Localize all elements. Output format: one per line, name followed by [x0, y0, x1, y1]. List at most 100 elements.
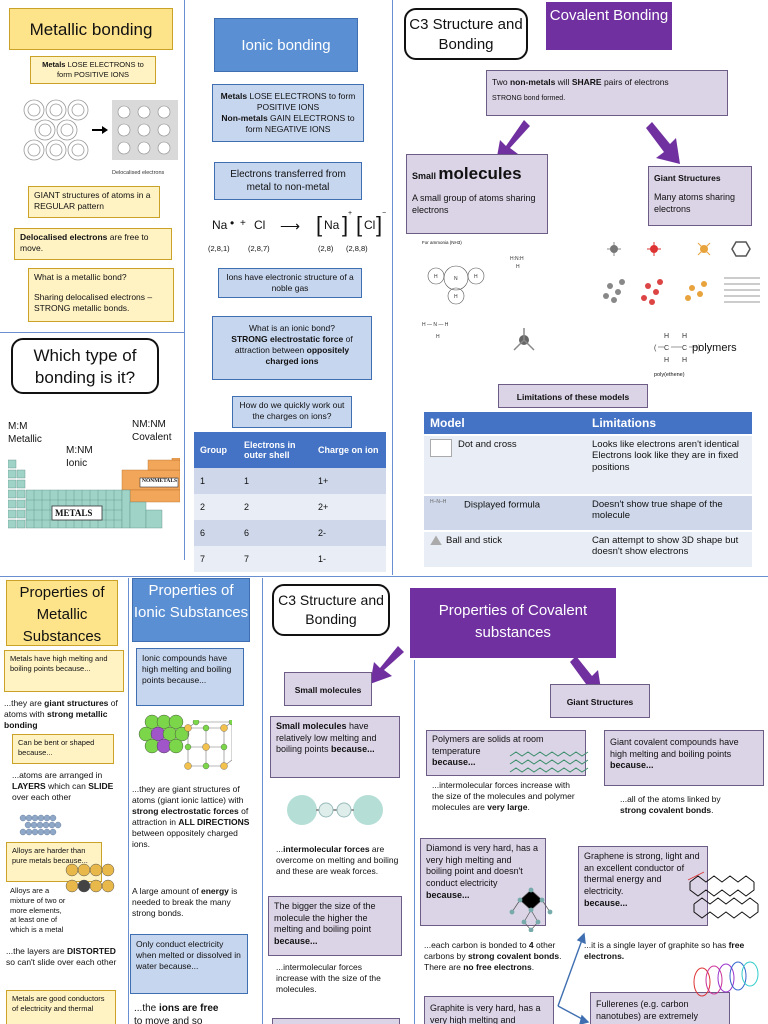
ionic-props-box2: Only conduct electricity when melted or … [130, 934, 248, 994]
metallic-props-text3: Alloys are a mixture of two or more elem… [10, 886, 66, 934]
svg-text:H:N:H: H:N:H [510, 256, 524, 262]
metallic-giant-box: GIANT structures of atoms in a REGULAR p… [28, 186, 160, 218]
ionic-ions-box: Metals LOSE ELECTRONS to form POSITIVE I… [212, 84, 364, 142]
c3-title: C3 Structure and Bonding [404, 8, 528, 60]
svg-text:H: H [664, 357, 669, 364]
diamond-text: ...each carbon is bonded to 4 other carb… [424, 940, 562, 973]
svg-text:H: H [434, 274, 438, 280]
svg-text:(: ( [654, 345, 657, 352]
divider [128, 578, 129, 1024]
graphene-image [684, 868, 764, 928]
cov-small-text1: ...intermolecular forces are overcome on… [276, 844, 399, 877]
cov-small-box3 [272, 1018, 400, 1024]
svg-text:H: H [474, 274, 478, 280]
ionic-equation: Na • + Cl ⟶ [ Na ] + [ Cl ] − (2,8,1) (2… [208, 210, 387, 253]
metallic-deloc-box: Delocalised electrons are free to move. [14, 228, 172, 260]
metallic-qa-box: What is a metallic bond? Sharing delocal… [28, 268, 174, 322]
graphite-box: Graphite is very hard, has a very high m… [424, 996, 554, 1024]
small-molecules-box: Small molecules A small group of atoms s… [406, 154, 548, 234]
giant-covalent-text: ...all of the atoms linked by strong cov… [620, 794, 721, 816]
ionic-qa-box: What is an ionic bond? STRONG electrosta… [212, 316, 372, 380]
ionic-props-box1: Ionic compounds have high melting and bo… [136, 648, 244, 706]
metallic-title: Metallic bonding [9, 8, 173, 50]
covalent-title: Covalent Bonding [546, 2, 672, 50]
divider [392, 0, 393, 575]
ionic-props-text3: ...the ions are free to move and so [134, 1003, 219, 1024]
giant-structure-images [600, 234, 764, 320]
label-nmnm: NM:NM Covalent [132, 419, 172, 443]
cov-small-box2: The bigger the size of the molecule the … [268, 896, 402, 956]
svg-text:H: H [454, 294, 458, 300]
ionic-lattice-image-1 [134, 708, 194, 758]
periodic-table [7, 457, 181, 538]
divider [262, 578, 263, 1024]
props-ionic-title: Properties of Ionic Substances [132, 578, 250, 642]
svg-text:N: N [454, 276, 458, 282]
ionic-props-text2: A large amount of energy is needed to br… [132, 886, 238, 919]
metallic-diagram [20, 96, 180, 170]
quick-charges-box: How do we quickly work out the charges o… [232, 396, 352, 428]
noble-gas-box: Ions have electronic structure of a nobl… [218, 268, 362, 298]
divider [0, 332, 184, 333]
ionic-title: Ionic bonding [214, 18, 358, 72]
cov-small-text2: ...intermolecular forces increase with t… [276, 962, 381, 995]
svg-text:H: H [664, 333, 669, 340]
charges-table: Group Electrons in outer shell Charge on… [194, 432, 386, 572]
alloy-image [64, 862, 120, 896]
nanotube-image [690, 960, 762, 1000]
giant-structures-header: Giant Structures [550, 684, 650, 718]
arrow-down-right-icon [644, 122, 684, 176]
svg-text:): ) [698, 345, 700, 352]
diamond-structure-image [508, 886, 554, 933]
props-covalent-title: Properties of Covalent substances [410, 588, 616, 658]
svg-text:H: H [682, 333, 687, 340]
props-metallic-title: Properties of Metallic Substances [6, 580, 118, 646]
label-mm: M:M Metallic [8, 421, 42, 445]
giant-covalent-box: Giant covalent compounds have high melti… [604, 730, 764, 786]
svg-text:H: H [682, 357, 687, 364]
metallic-props-text4: ...the layers are DISTORTED so can't sli… [6, 946, 117, 968]
molecule-image [278, 782, 388, 838]
svg-text:H — N — H: H — N — H [422, 322, 449, 328]
c3-title-2: C3 Structure and Bonding [272, 584, 390, 636]
connector-arrows [552, 930, 592, 1024]
svg-text:H: H [436, 334, 440, 340]
metallic-props-text2: ...atoms are arranged in LAYERS which ca… [12, 770, 114, 803]
small-molecules-header: Small molecules [284, 672, 372, 706]
fullerenes-box: Fullerenes (e.g. carbon nanotubes) are e… [590, 992, 730, 1024]
ionic-props-text1: ...they are giant structures of atoms (g… [132, 784, 250, 850]
polymer-chain-image [508, 748, 590, 774]
metallic-props-text1: ...they are giant structures of atoms wi… [4, 698, 118, 731]
nonmetals-label: NONMETALS [142, 478, 178, 484]
metallic-ions-box: Metals LOSE ELECTRONS to form POSITIVE I… [30, 56, 156, 84]
delocalised-caption: Delocalised electrons [112, 170, 165, 176]
metallic-props-box1: Metals have high melting and boiling poi… [4, 650, 124, 692]
divider [0, 576, 768, 577]
polymers-text: ...intermolecular forces increase with t… [432, 780, 575, 813]
graphene-text: ...it is a single layer of graphite so h… [584, 940, 745, 962]
divider [414, 660, 415, 1024]
electrons-transferred-box: Electrons transferred from metal to non-… [214, 162, 362, 200]
arrow-down-left-icon [366, 644, 406, 694]
limitations-title: Limitations of these models [498, 384, 648, 408]
svg-text:C: C [664, 345, 669, 352]
metal-layers-image [18, 812, 68, 838]
metallic-props-box4: Metals are good conductors of electricit… [6, 990, 116, 1024]
divider [184, 0, 185, 560]
ionic-lattice-image-2 [182, 718, 236, 776]
model-dot-cross: Dot and cross [424, 434, 586, 495]
which-type-title: Which type of bonding is it? [11, 338, 159, 394]
displayed-formula-icon: H–N–H [430, 499, 447, 505]
metals-label: METALS [55, 508, 93, 518]
diamond-box: Diamond is very hard, has a very high me… [420, 838, 546, 926]
ball-stick-icon [430, 535, 442, 546]
cov-small-box1: Small molecules have relatively low melt… [270, 716, 400, 778]
dot-cross-icon [430, 439, 452, 457]
share-box: Two non-metals will SHARE pairs of elect… [486, 70, 728, 116]
arrow-down-left-icon [492, 118, 532, 174]
metallic-props-box2: Can be bent or shaped because... [12, 734, 114, 764]
